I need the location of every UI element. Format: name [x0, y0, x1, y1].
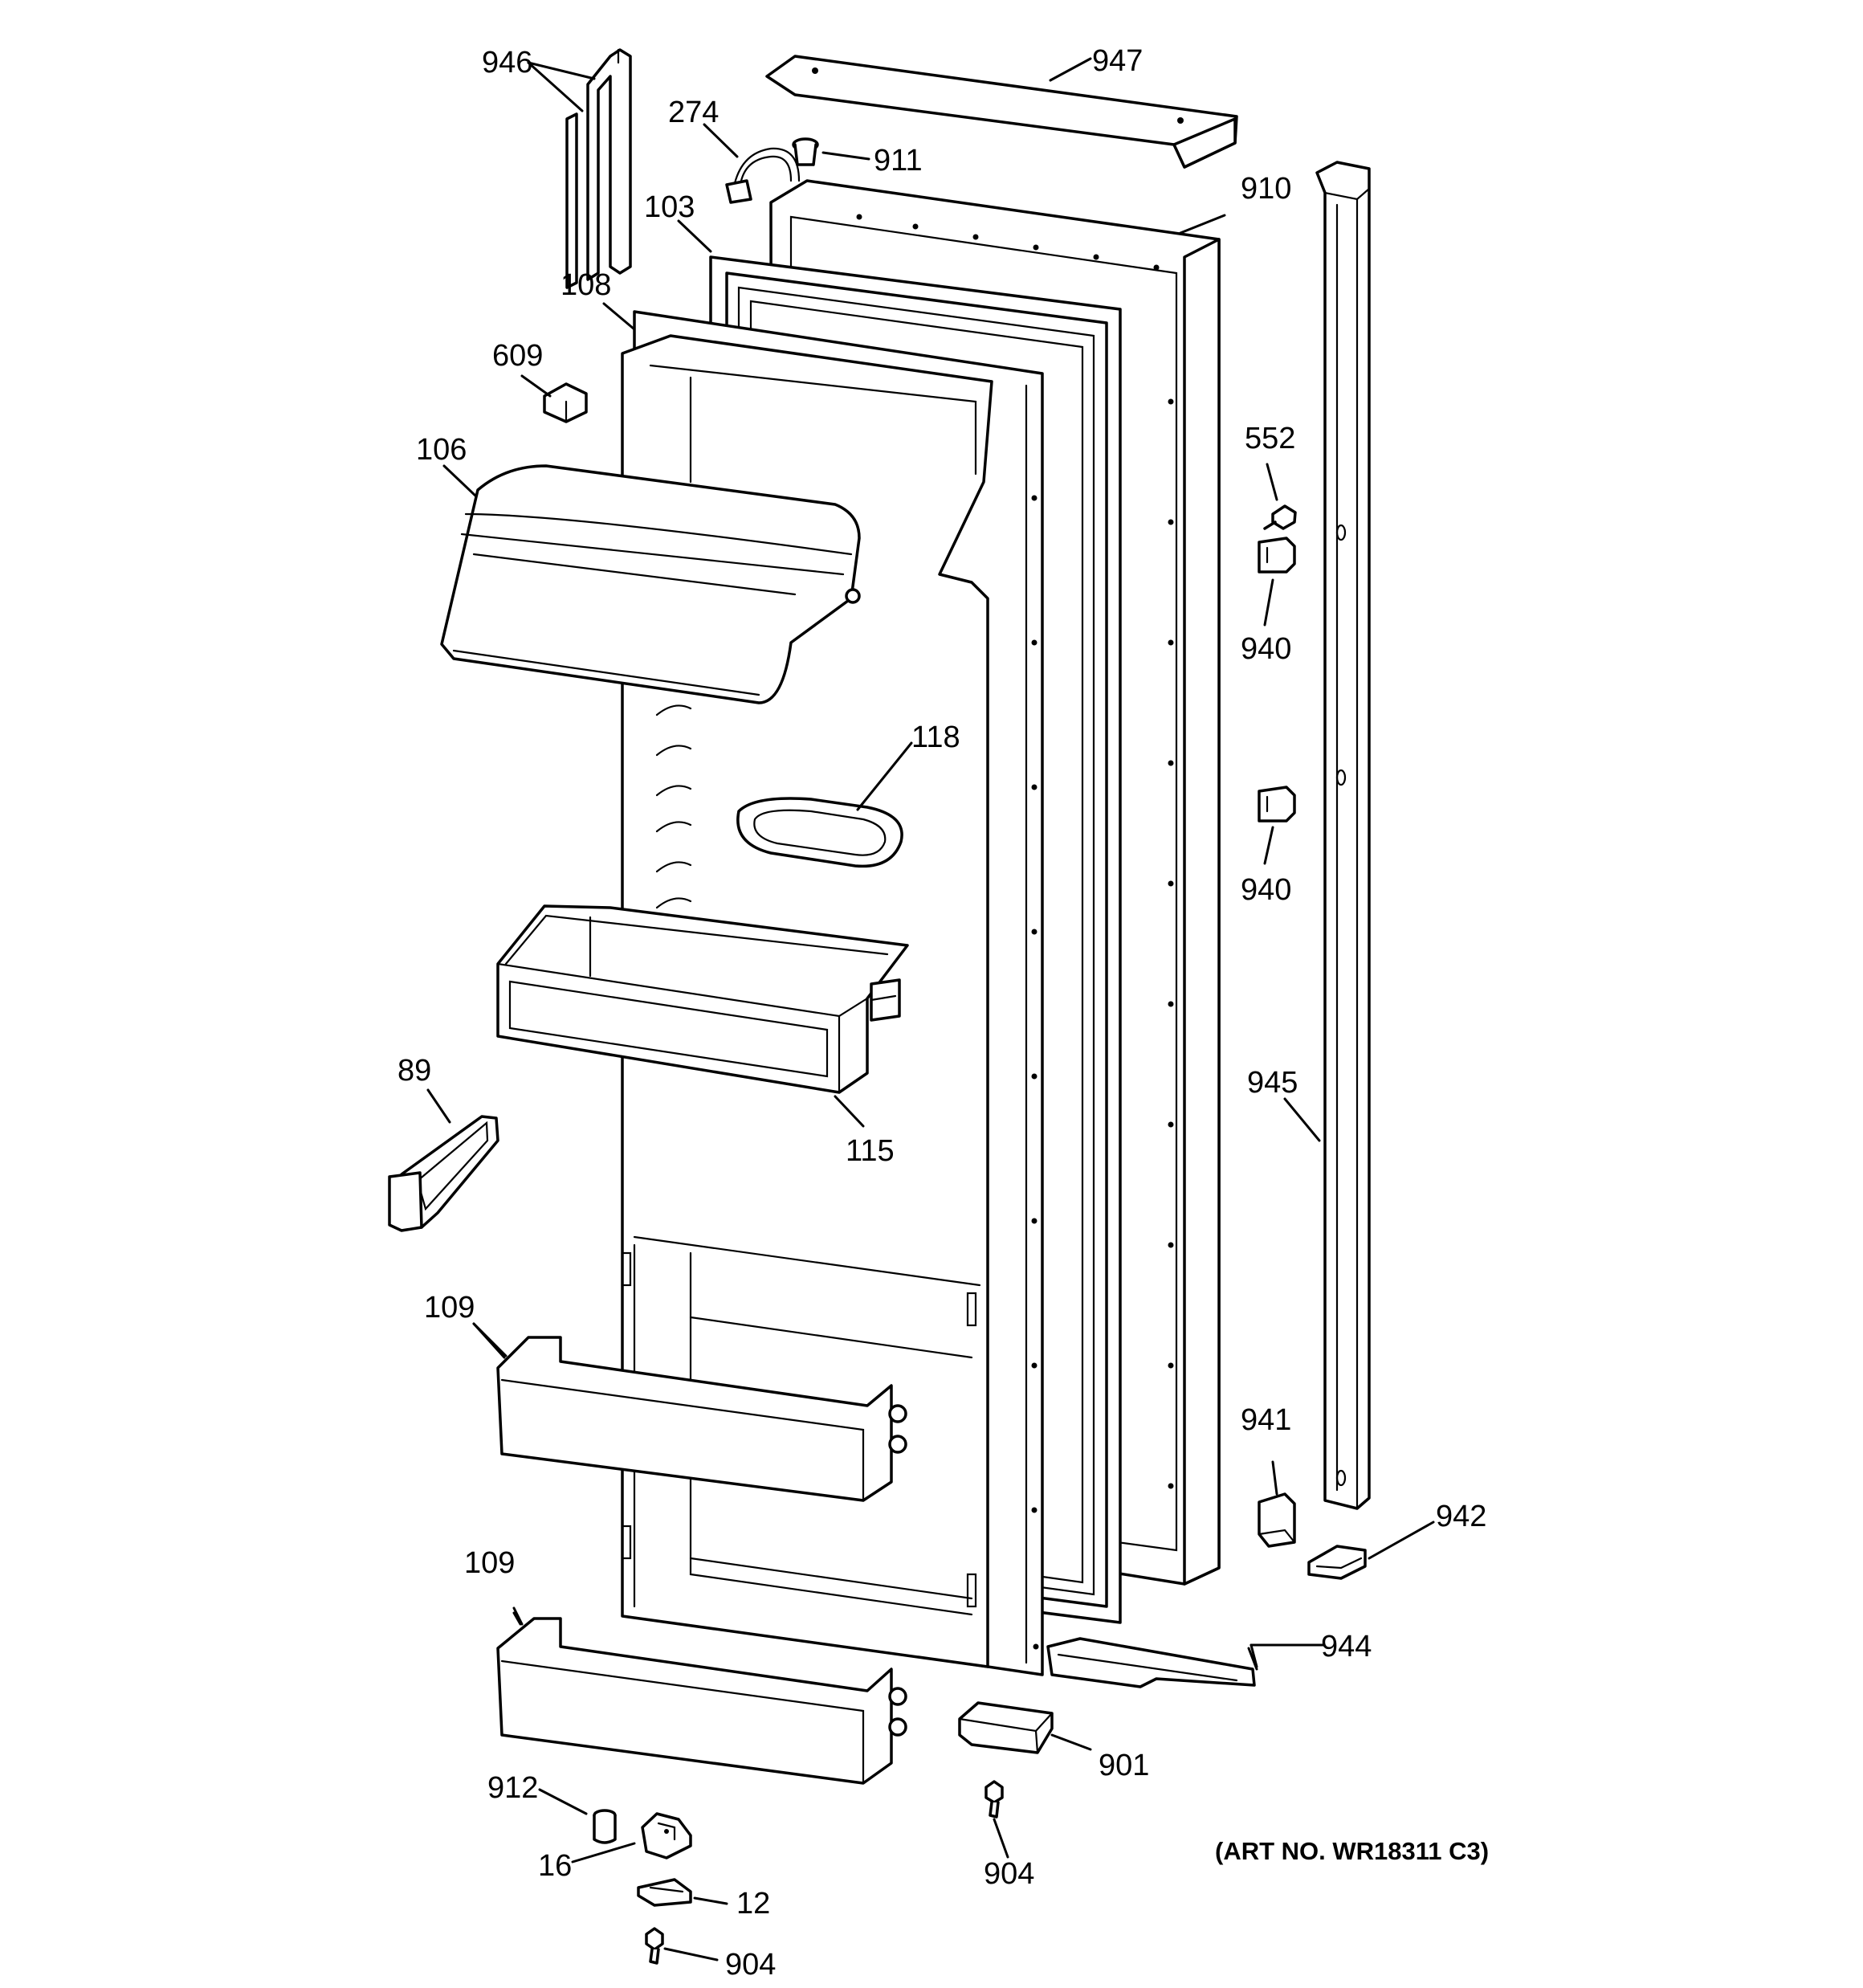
part-115-door-bin — [496, 904, 909, 1094]
part-109-door-shelf-lower — [496, 1617, 907, 1785]
part-946-trim-strips — [565, 48, 632, 289]
part-16-hinge — [641, 1812, 692, 1859]
part-944-door-trim-bottom — [1046, 1637, 1256, 1688]
callout-16: 16 — [538, 1849, 572, 1883]
callout-904-lower: 904 — [725, 1948, 776, 1982]
callout-945: 945 — [1247, 1066, 1298, 1100]
part-904-screw-lower — [645, 1927, 664, 1965]
part-947-door-cap-top — [765, 55, 1238, 169]
callout-940-lower: 940 — [1241, 873, 1291, 907]
callout-904-upper: 904 — [984, 1857, 1034, 1891]
callout-12: 12 — [736, 1887, 770, 1921]
callout-109-lower: 109 — [464, 1546, 515, 1580]
callout-609: 609 — [492, 339, 543, 373]
callout-947: 947 — [1092, 44, 1143, 78]
part-609-switch — [543, 382, 588, 423]
part-911-plug — [792, 137, 819, 166]
leader-lines — [426, 57, 1435, 1961]
art-number: (ART NO. WR18311 C3) — [1215, 1837, 1489, 1865]
part-940-bracket-upper — [1258, 537, 1296, 574]
part-901-handle-cap — [958, 1701, 1054, 1754]
callout-103: 103 — [644, 190, 695, 224]
callouts: 946 947 274 911 103 910 108 609 106 552 … — [397, 44, 1489, 1982]
callout-946: 946 — [482, 46, 532, 80]
callout-910: 910 — [1241, 172, 1291, 206]
callout-552: 552 — [1245, 422, 1295, 455]
callout-89: 89 — [397, 1054, 431, 1088]
callout-118: 118 — [911, 720, 960, 754]
part-942-hinge-bracket — [1307, 1545, 1367, 1580]
part-118-egg-tray — [736, 797, 903, 868]
part-12-shim — [637, 1878, 692, 1907]
part-945-door-trim-vertical — [1315, 161, 1371, 1510]
callout-274: 274 — [668, 96, 719, 129]
callout-901: 901 — [1099, 1749, 1149, 1782]
part-106-dairy-compartment — [440, 464, 861, 704]
callout-109-upper: 109 — [424, 1291, 475, 1325]
callout-944: 944 — [1321, 1630, 1372, 1663]
callout-911: 911 — [874, 144, 923, 178]
callout-942: 942 — [1436, 1500, 1486, 1533]
part-904-screw-upper — [984, 1780, 1004, 1819]
part-109-door-shelf-upper — [496, 1336, 907, 1502]
callout-106: 106 — [416, 433, 467, 467]
part-552-screw — [1263, 504, 1297, 530]
callout-941: 941 — [1241, 1403, 1291, 1437]
part-912-bushing — [593, 1809, 617, 1844]
callout-940-upper: 940 — [1241, 632, 1291, 666]
part-940-bracket-lower — [1258, 786, 1296, 823]
callout-108: 108 — [561, 268, 611, 302]
callout-115: 115 — [846, 1134, 895, 1168]
part-941-bracket — [1258, 1492, 1296, 1548]
part-89-small-bin — [388, 1115, 499, 1232]
callout-912: 912 — [487, 1771, 538, 1805]
